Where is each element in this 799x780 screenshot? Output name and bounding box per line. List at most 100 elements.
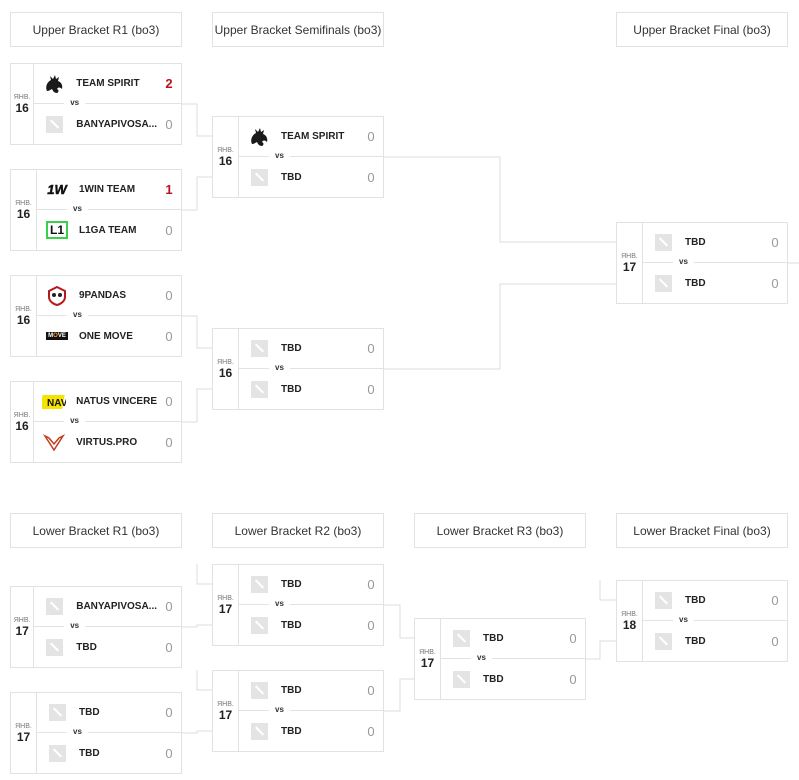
team-row[interactable]: TBD 0 (37, 693, 181, 733)
match-date: ЯНВ.17 (415, 619, 441, 699)
team-row[interactable]: BANYAPIVOSA... 0 (34, 587, 181, 627)
team-name: TBD (281, 171, 302, 183)
vs-label: vs (64, 621, 86, 630)
vs-label: vs (269, 151, 290, 160)
match-month: ЯНВ. (217, 700, 234, 708)
team-row[interactable]: TBD 0 (643, 581, 787, 621)
team-score: 0 (367, 169, 375, 185)
match-month: ЯНВ. (13, 411, 31, 419)
match-month: ЯНВ. (13, 616, 31, 624)
team-score: 0 (165, 705, 173, 720)
team-name: TBD (281, 383, 302, 395)
vs-label: vs (67, 310, 88, 319)
vs-label: vs (67, 727, 88, 736)
vp-logo-icon (42, 431, 66, 453)
team-name: BANYAPIVOSA... (76, 601, 157, 612)
team-row[interactable]: BANYAPIVOSA...0 (34, 104, 181, 144)
header-upper-r1: Upper Bracket R1 (bo3) (10, 12, 182, 47)
placeholder-logo-icon (247, 574, 271, 596)
team-row[interactable]: TBD 0 (239, 157, 383, 197)
team-name: NATUS VINCERE (76, 396, 157, 407)
match-day: 17 (218, 601, 233, 616)
spirit-logo-icon (247, 126, 271, 148)
placeholder-logo-icon (247, 338, 271, 360)
match-date: ЯНВ.17 (11, 587, 35, 667)
team-name: TBD (281, 343, 302, 354)
match-day: 16 (218, 153, 233, 168)
team-score: 0 (367, 341, 375, 356)
team-row[interactable]: TBD 0 (239, 329, 383, 369)
team-score: 0 (165, 116, 173, 132)
match-month: ЯНВ. (13, 93, 31, 101)
team-score: 0 (367, 683, 375, 698)
match-month: ЯНВ. (217, 146, 234, 154)
match-day: 17 (218, 707, 233, 722)
placeholder-logo-icon (247, 680, 271, 702)
team-name: TEAM SPIRIT (281, 131, 345, 142)
team-name: VIRTUS.PRO (76, 436, 138, 448)
header-lower-r3: Lower Bracket R3 (bo3) (414, 513, 586, 548)
match-date: ЯНВ.17 (213, 565, 239, 645)
team-row[interactable]: TBD 0 (441, 619, 585, 659)
team-name: 1WIN TEAM (79, 184, 136, 195)
team-score: 0 (165, 434, 173, 450)
team-row[interactable]: VIRTUS.PRO 0 (34, 422, 181, 462)
team-score: 0 (165, 599, 173, 614)
team-score: 0 (367, 577, 375, 592)
team-name: TBD (685, 277, 706, 289)
team-row[interactable]: TBD 0 (643, 263, 787, 303)
team-name: TBD (79, 707, 100, 718)
match-date: ЯНВ.16 (11, 64, 35, 144)
match-month: ЯНВ. (15, 305, 32, 313)
team-name: ONE MOVE (79, 330, 133, 342)
header-upper-semifinals: Upper Bracket Semifinals (bo3) (212, 12, 384, 47)
team-name: TBD (281, 619, 302, 631)
team-name: TBD (483, 633, 504, 644)
match-month: ЯНВ. (217, 594, 234, 602)
vs-label: vs (471, 653, 492, 662)
l1ga-logo-icon: L1 (45, 219, 69, 241)
team-score: 0 (771, 633, 779, 649)
vs-label: vs (64, 416, 85, 425)
team-name: 9PANDAS (79, 290, 127, 301)
team-name: TBD (685, 595, 706, 606)
team-score: 0 (569, 631, 577, 646)
placeholder-logo-icon (651, 590, 675, 612)
team-score: 0 (771, 275, 779, 291)
team-score: 0 (771, 593, 779, 608)
